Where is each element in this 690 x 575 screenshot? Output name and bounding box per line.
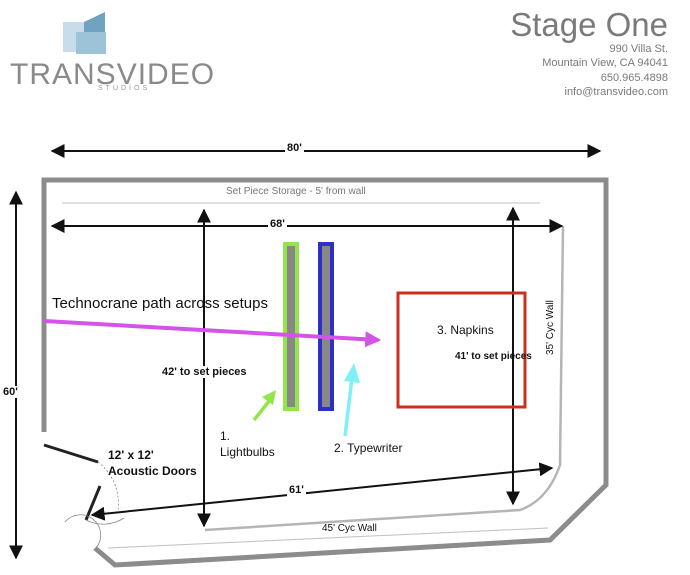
lightbulbs-callout-arrow [252, 398, 272, 422]
dimension-60ft-label: 60' [3, 386, 18, 398]
cyc-wall-45ft-label: 45' Cyc Wall [322, 523, 377, 534]
stage-outer-wall [41, 177, 609, 568]
address-line: 990 Villa St. [609, 43, 668, 55]
email-address: info@transvideo.com [564, 86, 669, 98]
storage-guide-line [107, 527, 549, 549]
page-title: Stage One [510, 6, 668, 43]
typewriter-set-piece [318, 242, 334, 411]
address-line: Mountain View, CA 94041 [542, 57, 668, 69]
door-swing-arc [85, 517, 125, 525]
logo-subtitle: STUDIOS [98, 85, 151, 92]
lightbulbs-callout-arrowhead [262, 390, 276, 405]
lightbulbs-name: Lightbulbs [220, 445, 275, 459]
acoustic-door-panel [43, 443, 99, 464]
phone-number: 650.965.4898 [600, 72, 668, 84]
cyc-wall-35ft-label: 35' Cyc Wall [545, 300, 556, 355]
technocrane-path-label: Technocrane path across setups [52, 295, 268, 312]
typewriter-callout-arrow [343, 377, 354, 437]
transvideo-logo-mark [63, 12, 106, 54]
dimension-42ft-label: 42' to set pieces [162, 366, 247, 378]
doors-name: Acoustic Doors [108, 464, 197, 478]
dimension-80ft-label: 80' [285, 142, 304, 154]
dimension-61ft-label: 61' [287, 484, 306, 496]
storage-label: Set Piece Storage - 5' from wall [226, 186, 366, 197]
napkins-set-area [396, 291, 527, 409]
door-swing-arc [64, 514, 102, 549]
acoustic-doors-label: 12' x 12' Acoustic Doors [108, 447, 197, 479]
technocrane-path-arrow [43, 319, 382, 348]
dimension-41ft-label: 41' to set pieces [455, 351, 532, 362]
logo-wordmark: TRANSVIDEO [10, 58, 216, 91]
napkins-label: 3. Napkins [437, 323, 494, 337]
lightbulbs-number: 1. [220, 429, 231, 443]
typewriter-callout-arrowhead [344, 363, 360, 383]
doors-size: 12' x 12' [108, 448, 154, 462]
lightbulbs-set-piece [283, 242, 299, 411]
lightbulbs-label: 1. Lightbulbs [220, 428, 275, 460]
typewriter-label: 2. Typewriter [334, 441, 403, 455]
dimension-61ft-line [90, 462, 554, 521]
dimension-68ft-label: 68' [268, 218, 287, 230]
